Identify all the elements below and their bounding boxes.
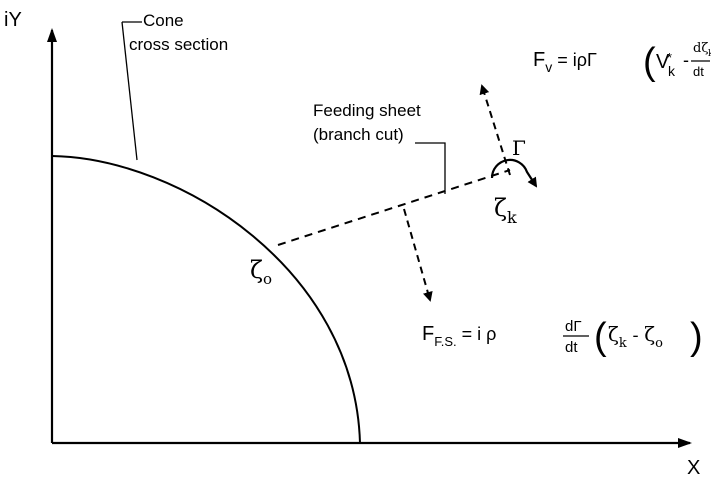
zeta-k-label: ζk (494, 194, 517, 227)
svg-text:ζk - ζo: ζk - ζo (608, 322, 663, 351)
svg-text:dζ: dζ (693, 41, 708, 56)
y-axis-label: iY (4, 9, 22, 31)
cone-label-line1: Cone (143, 11, 184, 30)
gamma-label: Γ (512, 136, 526, 160)
svg-text:dΓ: dΓ (565, 318, 582, 335)
svg-text:FF.S. = i ρ: FF.S. = i ρ (422, 323, 496, 349)
svg-text:dt: dt (693, 64, 704, 79)
svg-text:-: - (683, 50, 689, 70)
svg-text:(: ( (643, 41, 656, 83)
feeding-sheet-label-line1: Feeding sheet (313, 101, 421, 120)
cone-label-leader (121, 21, 138, 161)
force-v-formula: Fv = iρΓ ( V * k - (533, 41, 689, 83)
feeding-sheet-label-line2: (branch cut) (313, 125, 404, 144)
circulation-arc (490, 158, 538, 188)
svg-text:*: * (667, 50, 672, 65)
svg-text:dt: dt (565, 339, 578, 356)
cone-cross-section-curve (51, 155, 361, 444)
zeta-o-label: ζo (250, 256, 272, 288)
svg-text:k: k (708, 49, 711, 59)
svg-text:k: k (668, 63, 676, 79)
svg-text:): ) (690, 316, 703, 358)
feeding-sheet-line (277, 169, 511, 246)
cone-label-line2: cross section (129, 35, 228, 54)
x-axis-label: X (687, 457, 700, 477)
force-fs-arrow (403, 208, 433, 302)
force-fs-formula: FF.S. = i ρ dΓ dt ( ζk - ζo ) (422, 316, 703, 358)
svg-text:Fv = iρΓ: Fv = iρΓ (533, 49, 597, 75)
force-v-arrow (479, 84, 511, 176)
svg-text:V: V (656, 51, 670, 73)
feeding-sheet-leader (415, 142, 446, 194)
svg-text:(: ( (594, 316, 607, 358)
